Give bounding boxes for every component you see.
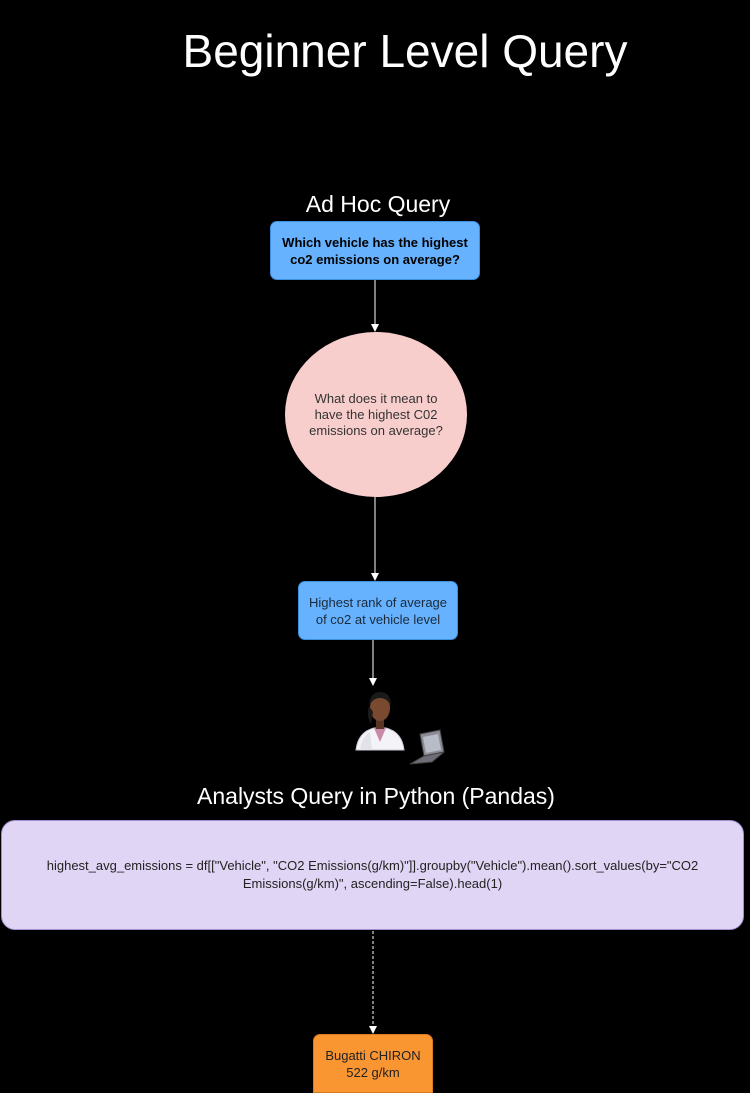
- result-value: 522 g/km: [346, 1064, 400, 1080]
- interpretation-text: What does it mean to have the highest C0…: [309, 390, 443, 438]
- code-text: highest_avg_emissions = df[["Vehicle", "…: [46, 858, 699, 891]
- page-title: Beginner Level Query: [182, 25, 628, 77]
- interpretation-circle: What does it mean to have the highest C0…: [285, 332, 467, 497]
- metric-text: Highest rank of average of co2 at vehicl…: [308, 594, 448, 627]
- analyst-query-label: Analysts Query in Python (Pandas): [197, 783, 555, 809]
- result-box: Bugatti CHIRON 522 g/km: [313, 1034, 433, 1093]
- adhoc-query-label: Ad Hoc Query: [305, 191, 451, 217]
- code-box: highest_avg_emissions = df[["Vehicle", "…: [1, 820, 744, 930]
- metric-box: Highest rank of average of co2 at vehicl…: [298, 581, 458, 640]
- result-vehicle: Bugatti CHIRON: [325, 1047, 421, 1063]
- question-text: Which vehicle has the highest co2 emissi…: [282, 234, 468, 267]
- question-box: Which vehicle has the highest co2 emissi…: [270, 221, 480, 280]
- analyst-with-laptop-icon: [355, 692, 445, 765]
